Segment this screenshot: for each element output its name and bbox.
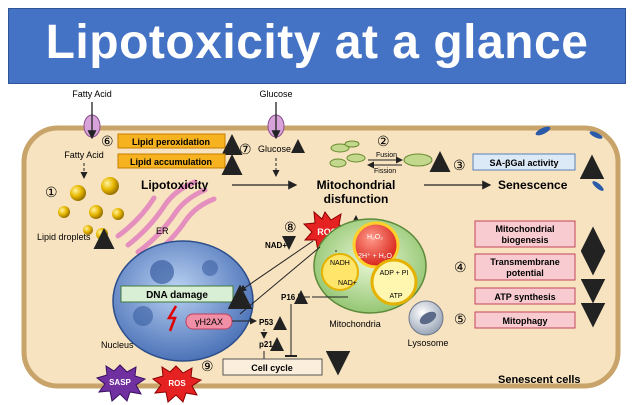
transmembrane-line2: potential	[506, 268, 544, 278]
sasp-label: SASP	[109, 378, 131, 387]
p53-label: P53	[259, 318, 274, 327]
page-title: Lipotoxicity at a glance	[45, 16, 589, 69]
mito-dysfunction-line1: Mitochondrial	[317, 178, 396, 192]
step-5-badge: ⑤	[454, 311, 467, 327]
senescent-cells-label: Senescent cells	[498, 374, 581, 386]
fatty-acid-inside-label: Fatty Acid	[64, 150, 104, 160]
ros-bottom-starburst	[151, 365, 203, 403]
transmembrane-line1: Transmembrane	[490, 257, 560, 267]
ros-bottom-label: ROS	[168, 379, 186, 388]
nad-plus-cycle-label: NAD+	[338, 280, 357, 287]
blue-particles	[535, 126, 604, 191]
lipid-droplets-label: Lipid droplets	[37, 232, 91, 242]
mitophagy-box	[474, 311, 576, 329]
mitophagy-label: Mitophagy	[503, 316, 548, 326]
lightning-icon	[166, 305, 178, 332]
step-4-badge: ④	[454, 259, 467, 275]
title-banner: Lipotoxicity at a glance	[8, 8, 626, 84]
p21-label: p21	[259, 340, 273, 349]
elongated-mitochondrion	[403, 153, 433, 167]
step-9-badge: ⑨	[201, 358, 214, 374]
fatty-acid-outside-label: Fatty Acid	[72, 89, 112, 99]
mitochondria-fragments	[329, 140, 366, 168]
water-reaction-label: 2H⁺ + H₂O	[358, 253, 392, 260]
er-label: ER	[156, 226, 169, 236]
atp-synthesis-box	[474, 287, 576, 305]
step-3-badge: ③	[453, 157, 466, 173]
mitochondrion	[313, 218, 427, 314]
atp-label: ATP	[389, 293, 402, 300]
ros-label: ROS	[317, 227, 337, 237]
lipid-peroxidation-label: Lipid peroxidation	[132, 137, 210, 147]
cell-cycle-box	[222, 358, 323, 376]
mito-biogenesis-box	[474, 220, 576, 248]
fission-label: Fission	[374, 168, 396, 175]
senescence-label: Senescence	[498, 178, 568, 192]
glucose-outside-label: Glucose	[259, 89, 292, 99]
lysosome	[408, 300, 444, 336]
nucleus-label: Nucleus	[101, 340, 134, 350]
cell-cycle-label: Cell cycle	[251, 363, 293, 373]
lysosome-label: Lysosome	[408, 338, 449, 348]
dna-damage-label: DNA damage	[146, 290, 208, 301]
sa-bgal-label: SA-βGal activity	[489, 158, 558, 168]
sasp-starburst	[95, 364, 147, 402]
step-2-badge: ②	[377, 133, 390, 149]
fusion-label: Fusion	[376, 152, 397, 159]
gamma-h2ax-label: γH2AX	[195, 317, 223, 327]
nadh-label: NADH	[330, 260, 350, 267]
mito-biogenesis-line1: Mitochondrial	[496, 224, 555, 234]
step-1-badge: ①	[45, 184, 58, 200]
step-7-badge: ⑦	[239, 141, 252, 157]
mitochondria-label: Mitochondria	[329, 319, 381, 329]
sa-bgal-box	[472, 153, 576, 171]
h2o2-label: H₂O₂	[367, 234, 383, 241]
adp-pi-label: ADP + PI	[380, 270, 409, 277]
atp-synthesis-label: ATP synthesis	[494, 292, 555, 302]
step-8-badge: ⑧	[284, 219, 297, 235]
step-6-badge: ⑥	[101, 133, 114, 149]
mito-dysfunction-line2: disfunction	[324, 192, 389, 206]
glucose-inside-label: Glucose	[258, 144, 291, 154]
p16-label: P16	[281, 293, 296, 302]
transmembrane-box	[474, 253, 576, 281]
lipotoxicity-label: Lipotoxicity	[141, 178, 209, 192]
lipid-accumulation-label: Lipid accumulation	[130, 157, 212, 167]
nad-plus-label: NAD+	[265, 241, 287, 250]
mito-biogenesis-line2: biogenesis	[501, 235, 548, 245]
